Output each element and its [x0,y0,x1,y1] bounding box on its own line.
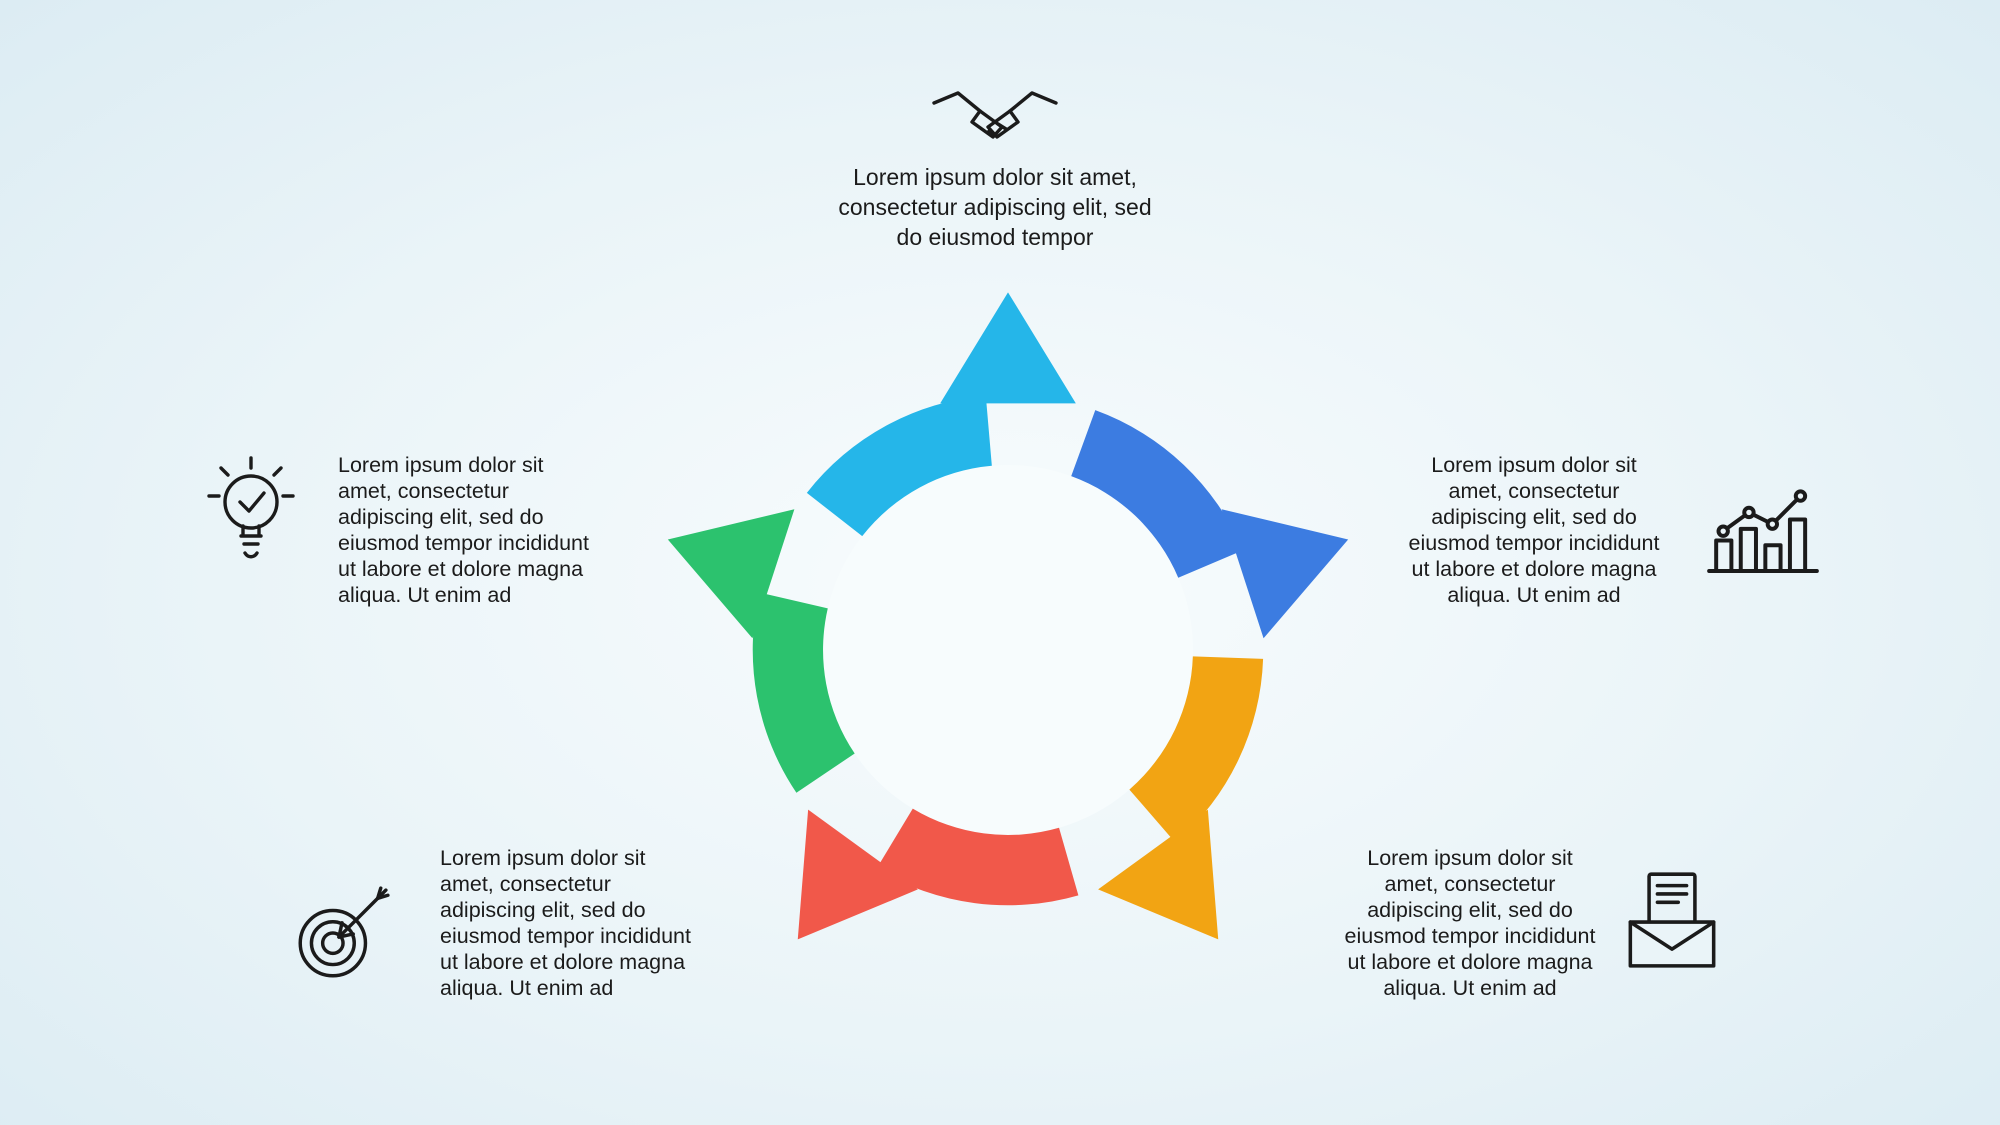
step-text-bottom-right: Lorem ipsum dolor sit amet, consectetur … [1344,846,1596,1000]
cycle-segment-right [1071,410,1349,639]
cycle-segment-bottom-left [797,808,1079,940]
step-text-right: Lorem ipsum dolor sit amet, consectetur … [1408,453,1660,607]
handshake-icon [930,86,1060,156]
growth-chart-icon [1702,482,1824,578]
step-text-bottom-left: Lorem ipsum dolor sit amet, consectetur … [440,846,691,1000]
lightbulb-check-icon [198,452,304,584]
step-text-left: Lorem ipsum dolor sit amet, consectetur … [338,453,589,607]
cycle-diagram [667,292,1349,940]
dartboard-arrow-icon [288,882,394,988]
step-text-top: Lorem ipsum dolor sit amet, consectetur … [838,164,1152,250]
cycle-segment-bottom-right [1098,656,1264,940]
cycle-segment-left [667,509,855,793]
open-envelope-icon [1622,870,1722,970]
cycle-inner-disc [823,465,1193,835]
cycle-segment-top [806,292,1076,537]
